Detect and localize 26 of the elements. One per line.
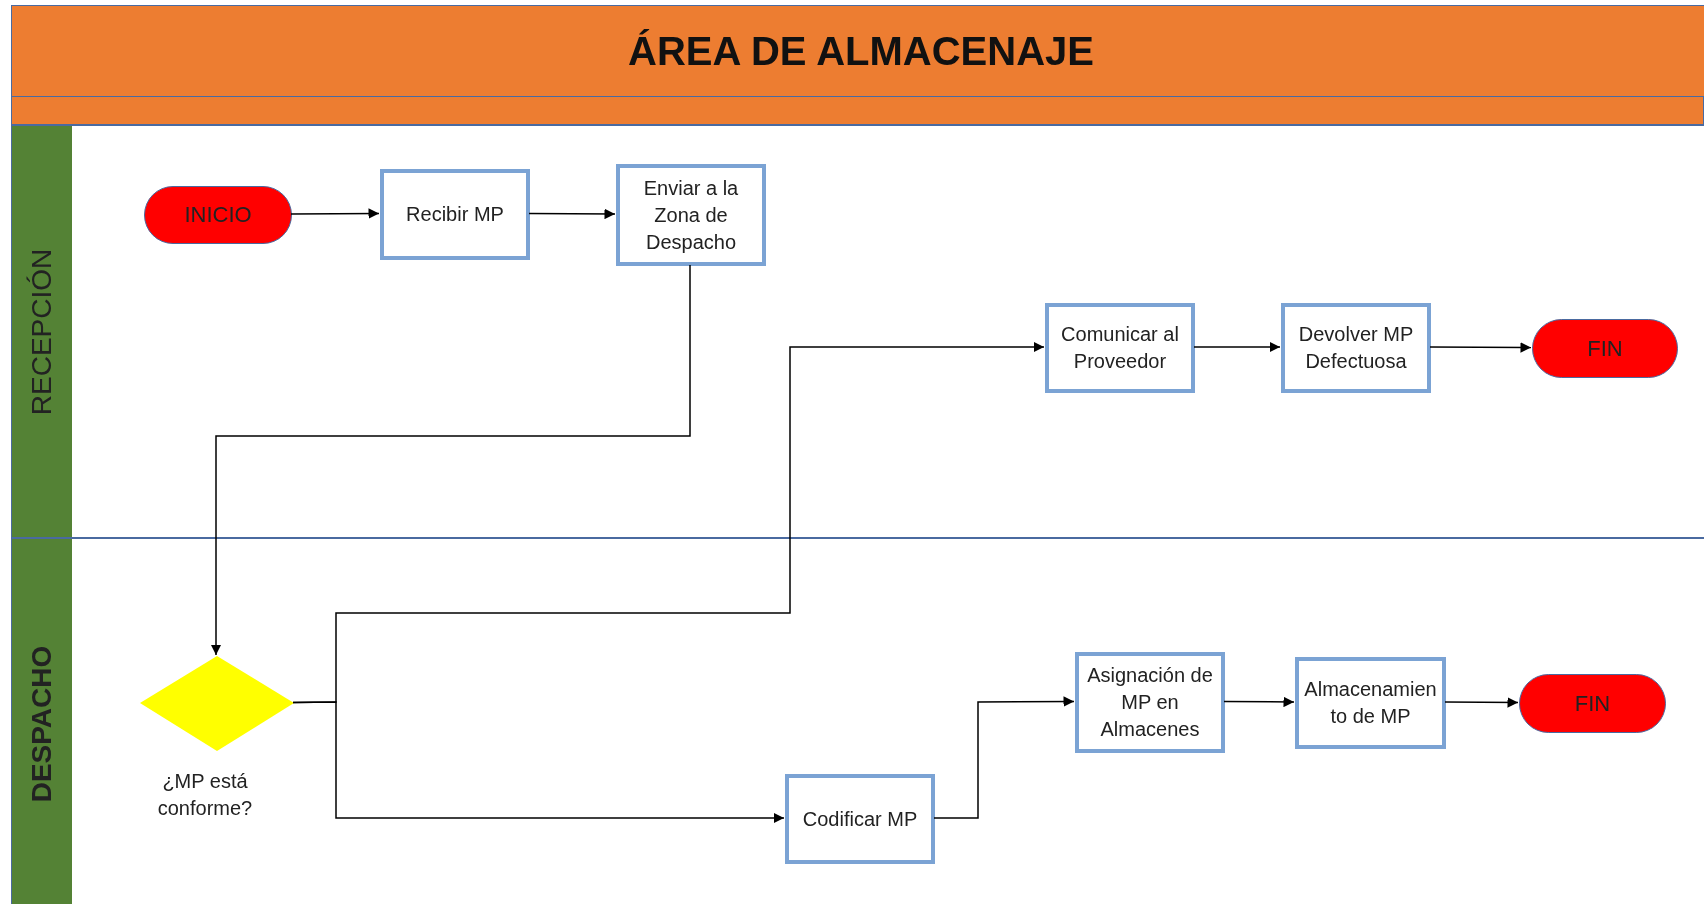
arrow (292, 701, 785, 824)
arrow (528, 208, 616, 220)
terminator: FIN (1532, 319, 1678, 378)
process-box: Almacenamiento de MP (1295, 657, 1446, 749)
process-box: Recibir MP (380, 169, 530, 260)
arrow (210, 264, 691, 656)
arrow (1193, 341, 1281, 353)
decision-label: ¿MP está conforme? (156, 769, 254, 821)
arrow (1223, 696, 1295, 708)
terminator: FIN (1519, 674, 1666, 733)
arrow (1444, 697, 1519, 708)
process-box: Enviar a la Zona de Despacho (616, 164, 766, 266)
process-box: Codificar MP (785, 774, 935, 864)
swimlane (11, 538, 1704, 904)
process-box: Devolver MP Defectuosa (1281, 303, 1431, 393)
lane-label: RECEPCIÓN (26, 248, 58, 415)
swimlane (11, 125, 1704, 538)
arrow (933, 696, 1075, 819)
terminator: INICIO (144, 186, 292, 244)
process-box: Asignación de MP en Almacenes (1075, 652, 1225, 753)
arrow (1429, 342, 1532, 353)
arrow (290, 208, 380, 219)
process-box: Comunicar al Proveedor (1045, 303, 1195, 393)
lane-label: DESPACHO (26, 645, 58, 803)
title-band (11, 5, 1704, 97)
title: ÁREA DE ALMACENAJE (628, 28, 1094, 74)
